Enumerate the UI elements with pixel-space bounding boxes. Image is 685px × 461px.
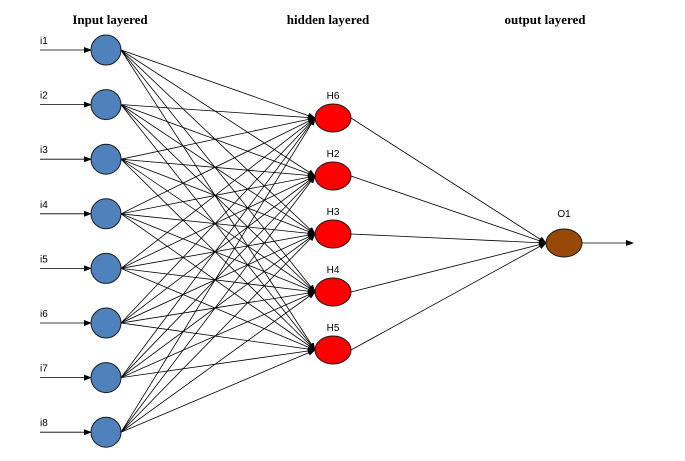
hidden-node-label: H5	[327, 323, 340, 334]
output-node-O1	[545, 228, 583, 258]
connection-i3-H5	[120, 158, 316, 351]
connection-i1-H5	[120, 49, 316, 351]
connection-i2-H4	[120, 104, 316, 293]
connection-i1-H2	[120, 49, 316, 177]
connection-i8-H6	[120, 117, 316, 433]
connection-i4-H6	[120, 117, 316, 215]
input-node-label: i5	[40, 254, 48, 265]
connection-i4-H4	[120, 213, 316, 293]
connection-i5-H5	[120, 268, 316, 351]
connection-i5-H3	[120, 232, 316, 269]
input-node-i7	[90, 362, 122, 394]
connection-H2-O1	[350, 175, 547, 244]
input-node-label: i8	[40, 418, 48, 429]
hidden-node-label: H6	[327, 91, 340, 102]
input-node-label: i3	[40, 145, 48, 156]
connection-H4-O1	[350, 241, 547, 293]
connection-i6-H3	[120, 233, 316, 324]
connection-i8-H3	[120, 233, 316, 433]
hidden-node-H2	[314, 161, 352, 191]
output-node-label: O1	[557, 209, 571, 220]
connection-i2-H2	[120, 104, 316, 177]
input-node-i3	[90, 143, 122, 175]
hidden-node-H3	[314, 219, 352, 249]
connection-i1-H4	[120, 49, 316, 293]
connection-i6-H4	[120, 290, 316, 324]
connection-i4-H2	[120, 174, 316, 215]
connection-i2-H3	[120, 104, 316, 235]
input-node-i1	[90, 34, 122, 66]
connection-i1-H6	[120, 49, 316, 119]
connection-H5-O1	[350, 242, 547, 351]
connection-i7-H3	[120, 233, 316, 378]
connection-i7-H5	[120, 348, 316, 378]
hidden-layer-title: hidden layered	[287, 12, 370, 27]
output-layer-title: output layered	[504, 12, 586, 27]
hidden-node-label: H2	[327, 149, 340, 160]
hidden-node-label: H4	[327, 265, 340, 276]
connection-i3-H3	[120, 158, 316, 235]
input-node-i6	[90, 307, 122, 339]
input-node-label: i6	[40, 309, 48, 320]
hidden-node-H5	[314, 335, 352, 365]
connection-i3-H4	[120, 158, 316, 293]
connection-i1-H3	[120, 49, 316, 235]
connection-i4-H3	[120, 213, 316, 237]
connection-i6-H6	[120, 117, 316, 324]
connection-i2-H5	[120, 104, 316, 351]
input-node-label: i7	[40, 364, 48, 375]
input-node-i8	[90, 416, 122, 448]
connection-i5-H2	[120, 175, 316, 269]
input-layer-title: Input layered	[72, 12, 148, 27]
connection-i6-H2	[120, 175, 316, 324]
hidden-node-H4	[314, 277, 352, 307]
connection-i2-H6	[120, 104, 316, 121]
input-node-i2	[90, 89, 122, 121]
connection-i5-H4	[120, 268, 316, 295]
input-node-label: i2	[40, 91, 48, 102]
input-node-label: i1	[40, 36, 48, 47]
connection-i8-H4	[120, 291, 316, 433]
connection-i7-H2	[120, 175, 316, 378]
connection-i8-H5	[120, 349, 316, 433]
connections	[40, 47, 634, 436]
connection-i8-H2	[120, 175, 316, 433]
connection-i3-H2	[120, 158, 316, 179]
input-node-label: i4	[40, 200, 48, 211]
hidden-node-label: H3	[327, 207, 340, 218]
hidden-node-H6	[314, 103, 352, 133]
connection-i4-H5	[120, 213, 316, 351]
connection-i5-H6	[120, 117, 316, 269]
connection-i3-H6	[120, 116, 316, 160]
connection-i7-H6	[120, 117, 316, 378]
input-node-i5	[90, 252, 122, 284]
connection-i6-H5	[120, 322, 316, 353]
connection-i7-H4	[120, 291, 316, 378]
connection-H6-O1	[350, 117, 547, 244]
input-node-i4	[90, 198, 122, 230]
connection-H3-O1	[350, 233, 547, 246]
